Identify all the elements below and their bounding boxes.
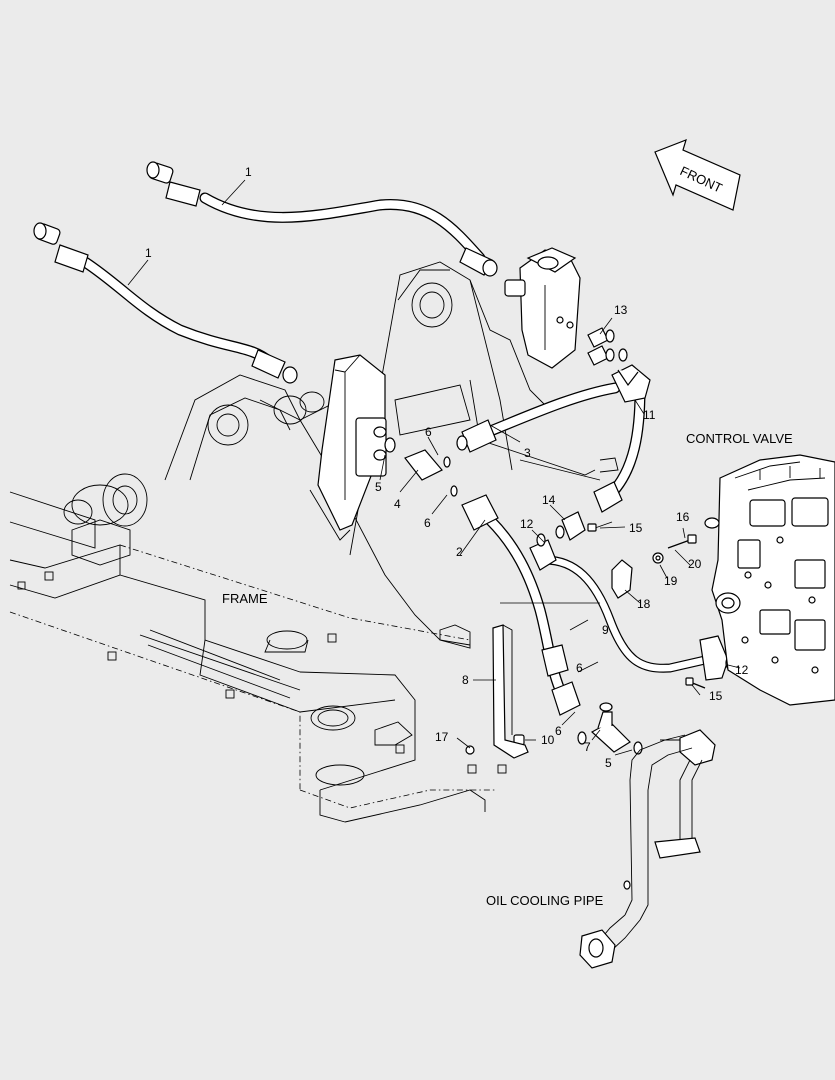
- callout-12-a: 12: [520, 517, 534, 531]
- callout-15-upper: 15: [629, 521, 643, 535]
- callouts: 1 1 2 3 4 5 5 6 6 6 6 7 8 9 10 11 12 12 …: [145, 165, 749, 770]
- callout-20: 20: [688, 557, 702, 571]
- hose-2: [461, 494, 581, 716]
- callout-10: 10: [541, 733, 555, 747]
- callout-2: 2: [456, 545, 463, 559]
- pipe-9: [529, 539, 729, 681]
- hose-11: [593, 364, 651, 513]
- callout-9: 9: [602, 623, 609, 637]
- callout-13: 13: [614, 303, 628, 317]
- callout-11: 11: [643, 408, 656, 422]
- callout-15-lower: 15: [709, 689, 723, 703]
- frame-structure: [9, 473, 507, 823]
- callout-16: 16: [676, 510, 690, 524]
- upper-valve-block: [504, 247, 581, 369]
- callout-17: 17: [435, 730, 449, 744]
- callout-8: 8: [462, 673, 469, 687]
- callout-1-lower: 1: [145, 246, 152, 260]
- bracket-8: [492, 624, 529, 759]
- valve-bracket: [309, 354, 387, 541]
- hose-1-upper: [146, 161, 498, 277]
- leader-lines: [127, 179, 741, 756]
- oil-cooling-pipe: [579, 729, 716, 969]
- fittings: [384, 327, 737, 755]
- boom-foot-mount: [164, 261, 619, 649]
- callout-12-b: 12: [735, 663, 749, 677]
- callout-4: 4: [394, 497, 401, 511]
- callout-6-b: 6: [424, 516, 431, 530]
- callout-5-upper: 5: [375, 480, 382, 494]
- callout-6-c: 6: [576, 661, 583, 675]
- control-valve: [704, 454, 835, 706]
- front-direction-arrow: FRONT: [654, 138, 741, 211]
- frame-caption: FRAME: [222, 591, 268, 606]
- callout-19: 19: [664, 574, 678, 588]
- callout-1-upper: 1: [245, 165, 252, 179]
- callout-5-lower: 5: [605, 756, 612, 770]
- callout-6-d: 6: [555, 724, 562, 738]
- hose-3: [456, 382, 621, 453]
- oil-cooling-pipe-caption: OIL COOLING PIPE: [486, 893, 604, 908]
- callout-3: 3: [524, 446, 531, 460]
- control-valve-caption: CONTROL VALVE: [686, 431, 793, 446]
- callout-6-a: 6: [425, 425, 432, 439]
- callout-7: 7: [584, 740, 591, 754]
- hose-1-lower: [33, 222, 298, 384]
- callout-18: 18: [637, 597, 651, 611]
- callout-14: 14: [542, 493, 556, 507]
